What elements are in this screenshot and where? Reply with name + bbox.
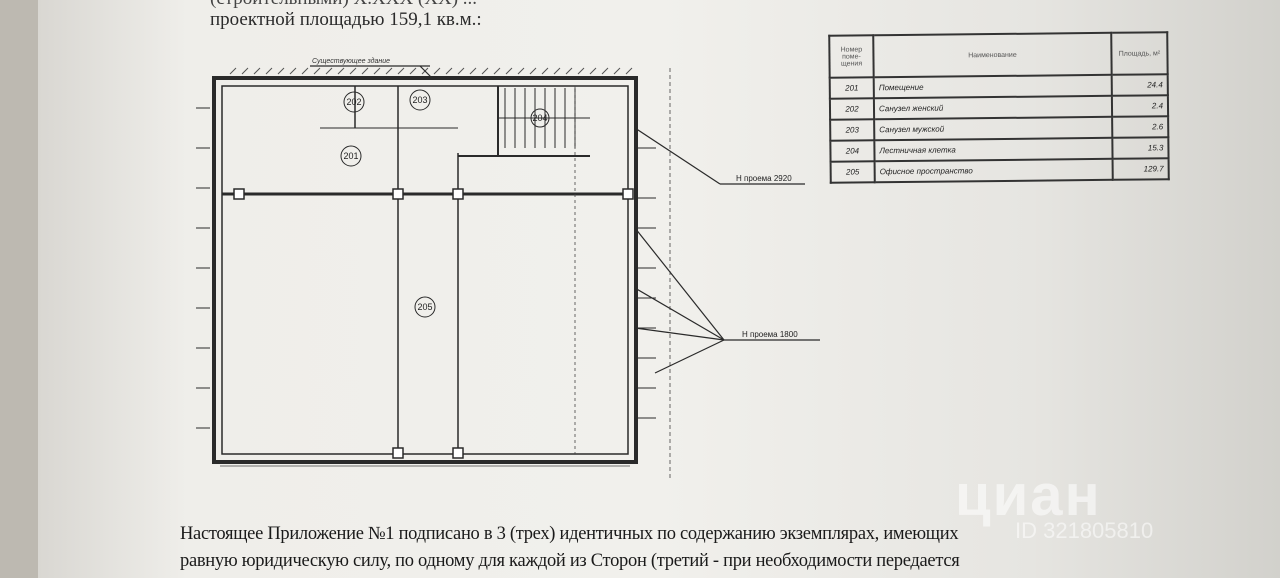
header-area: Площадь, м² [1111, 32, 1168, 75]
room-number: 202 [829, 98, 875, 120]
room-label-201: 201 [343, 151, 358, 161]
room-name: Санузел мужской [874, 116, 1113, 141]
watermark-logo: циан [955, 463, 1102, 528]
room-schedule-table: Номер поме-щения Наименование Площадь, м… [828, 31, 1170, 184]
floor-plan: 201 202 203 204 205 Существующее здание … [196, 57, 820, 478]
room-name: Санузел женский [873, 95, 1113, 120]
watermark: циан ID 321805810 [955, 462, 1153, 543]
room-label-205: 205 [417, 302, 432, 312]
room-name: Офисное пространство [874, 158, 1113, 183]
header-room-number: Номер поме-щения [829, 35, 874, 78]
document-page [38, 0, 1280, 578]
room-number: 204 [830, 140, 875, 162]
header-line-1: (строительными) Х.ХХХ (ХХ) ... [210, 0, 477, 10]
opening-height-label-1: Н проема 2920 [736, 174, 792, 183]
room-area: 2.6 [1112, 116, 1169, 138]
table-header-row: Номер поме-щения Наименование Площадь, м… [829, 32, 1168, 78]
header-room-name: Наименование [873, 32, 1112, 78]
room-number: 205 [830, 161, 875, 183]
header-line-2: проектной площадью 159,1 кв.м.: [210, 9, 482, 30]
room-label-202: 202 [346, 97, 361, 107]
room-label-203: 203 [412, 95, 427, 105]
opening-height-label-2: Н проема 1800 [742, 330, 798, 339]
room-area: 2.4 [1111, 95, 1169, 117]
room-name: Лестничная клетка [874, 137, 1113, 162]
room-name: Помещение [873, 74, 1112, 99]
room-number: 201 [829, 77, 874, 99]
watermark-id: ID 321805810 [1015, 518, 1154, 543]
footer-line-2: равную юридическую силу, по одному для к… [180, 551, 960, 571]
room-area: 15.3 [1112, 137, 1169, 159]
existing-building-label: Существующее здание [312, 57, 390, 65]
room-number: 203 [830, 119, 875, 141]
footer-line-1: Настоящее Приложение №1 подписано в 3 (т… [180, 524, 959, 544]
room-label-204: 204 [532, 113, 547, 123]
room-area: 129.7 [1112, 158, 1169, 180]
room-area: 24.4 [1111, 74, 1168, 96]
